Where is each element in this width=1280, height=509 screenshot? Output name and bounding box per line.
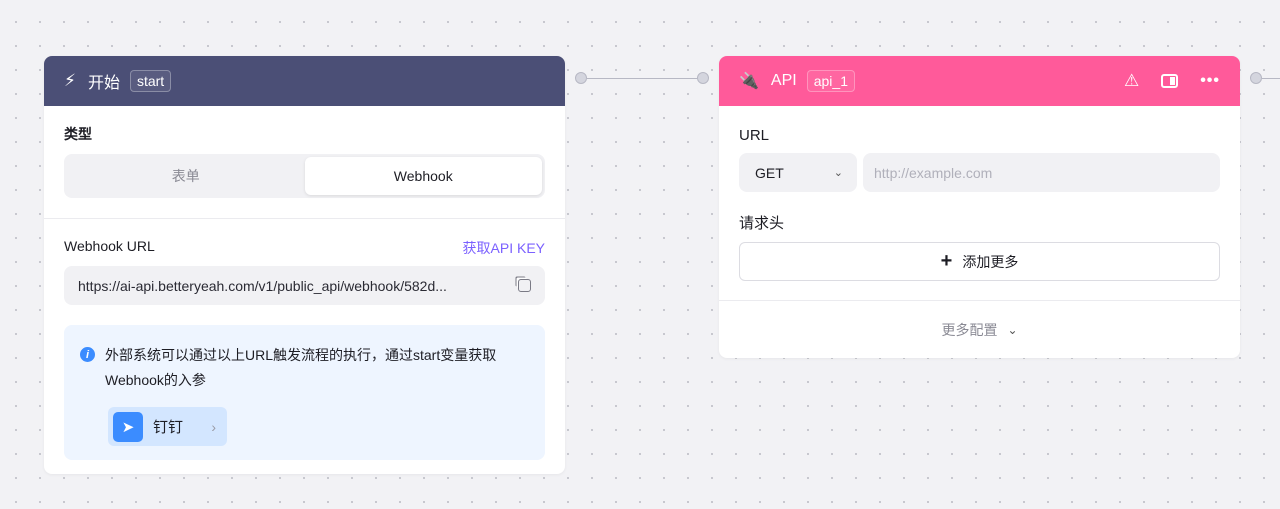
chevron-down-icon: ⌄ bbox=[833, 167, 843, 179]
api-node-header: 🔌 API api_1 ⚠ ••• bbox=[719, 56, 1240, 106]
method-select[interactable]: GET ⌄ bbox=[739, 153, 857, 192]
more-icon[interactable]: ••• bbox=[1200, 72, 1220, 89]
url-input[interactable]: http://example.com bbox=[863, 153, 1220, 192]
plus-icon: + bbox=[940, 250, 953, 272]
api-output-handle[interactable] bbox=[1250, 72, 1262, 84]
more-config-label: 更多配置 bbox=[941, 321, 998, 338]
dingtalk-label: 钉钉 bbox=[153, 419, 184, 436]
api-node[interactable]: 🔌 API api_1 ⚠ ••• URL GET ⌄ http://examp… bbox=[719, 56, 1240, 358]
node-title: API bbox=[770, 72, 797, 89]
type-segmented-control: 表单 Webhook bbox=[64, 154, 545, 198]
url-placeholder: http://example.com bbox=[874, 164, 993, 181]
plug-icon: 🔌 bbox=[739, 73, 759, 90]
copy-icon[interactable] bbox=[518, 279, 531, 292]
api-input-handle[interactable] bbox=[697, 72, 709, 84]
type-label: 类型 bbox=[64, 126, 92, 142]
node-title: 开始 bbox=[87, 75, 120, 92]
webhook-url-value: https://ai-api.betteryeah.com/v1/public_… bbox=[78, 277, 447, 294]
start-node[interactable]: ⚡ 开始 start 类型 表单 Webhook Webhook URL 获取A… bbox=[44, 56, 565, 474]
type-option-form[interactable]: 表单 bbox=[171, 168, 200, 184]
start-output-handle[interactable] bbox=[575, 72, 587, 84]
chevron-down-icon: ⌄ bbox=[1007, 322, 1018, 337]
lightning-icon: ⚡ bbox=[64, 71, 76, 90]
get-api-key-link[interactable]: 获取API KEY bbox=[462, 240, 545, 256]
add-more-label: 添加更多 bbox=[962, 253, 1019, 270]
node-tag: start bbox=[129, 70, 172, 92]
type-option-webhook[interactable]: Webhook bbox=[304, 157, 542, 195]
dingtalk-button[interactable]: ➤ 钉钉 › bbox=[108, 407, 227, 446]
more-config-toggle[interactable]: 更多配置 ⌄ bbox=[719, 300, 1240, 358]
info-text: 外部系统可以通过以上URL触发流程的执行，通过start变量获取Webhook的… bbox=[105, 347, 497, 388]
webhook-url-field[interactable]: https://ai-api.betteryeah.com/v1/public_… bbox=[64, 266, 545, 305]
method-value: GET bbox=[755, 164, 784, 181]
start-node-header: ⚡ 开始 start bbox=[44, 56, 565, 106]
warning-icon[interactable]: ⚠ bbox=[1123, 71, 1140, 90]
chevron-right-icon: › bbox=[211, 418, 216, 435]
connection-line bbox=[587, 78, 703, 79]
dingtalk-icon: ➤ bbox=[113, 411, 143, 442]
headers-label: 请求头 bbox=[739, 215, 785, 232]
node-tag: api_1 bbox=[806, 70, 855, 92]
webhook-url-label: Webhook URL bbox=[64, 238, 155, 254]
info-icon: i bbox=[80, 347, 95, 362]
connection-line-out bbox=[1262, 78, 1280, 79]
add-more-button[interactable]: + 添加更多 bbox=[739, 242, 1220, 281]
info-box: i 外部系统可以通过以上URL触发流程的执行，通过start变量获取Webhoo… bbox=[64, 325, 545, 460]
url-label: URL bbox=[739, 127, 770, 144]
panel-toggle-icon[interactable] bbox=[1161, 74, 1179, 88]
